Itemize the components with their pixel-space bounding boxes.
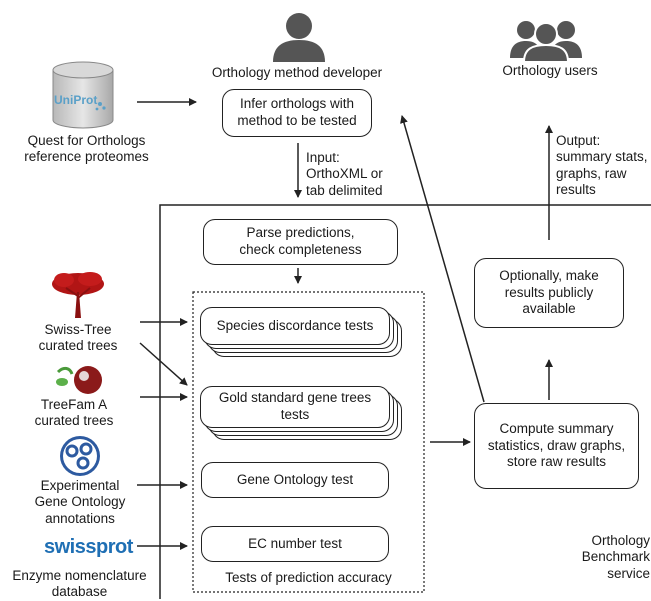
swisstree-tree-icon: [52, 272, 104, 318]
treefam-label: TreeFam A curated trees: [34, 397, 114, 429]
service-label: Orthology Benchmark service: [581, 533, 650, 581]
uniprot-database-icon: [52, 61, 114, 129]
gene-ontology-logo-icon: [60, 436, 100, 476]
compute-summary-box: Compute summary statistics, draw graphs,…: [474, 403, 639, 489]
uniprot-logo: UniProt: [54, 93, 98, 107]
swisstree-label: Swiss-Tree curated trees: [38, 322, 118, 354]
infer-orthologs-box: Infer orthologs with method to be tested: [222, 89, 372, 137]
arrow-summary-to-developer: [400, 115, 485, 403]
output-label: Output: summary stats, graphs, raw resul…: [556, 133, 648, 198]
users-group-icon: [510, 21, 582, 62]
treefam-logo-icon: [56, 366, 102, 394]
service-frame: [159, 204, 651, 599]
ec-number-test-box: EC number test: [201, 526, 389, 562]
gold-standard-box: Gold standard gene trees tests: [200, 386, 390, 428]
go-label: Experimental Gene Ontology annotations: [34, 478, 126, 526]
tests-dotted-frame: [192, 291, 425, 593]
users-label: Orthology users: [502, 63, 598, 78]
quest-label: Quest for Orthologs reference proteomes: [24, 133, 149, 165]
input-label: Input: OrthoXML or tab delimited: [306, 150, 383, 198]
gene-ontology-test-box: Gene Ontology test: [201, 462, 389, 498]
swissprot-logo: swissprot: [44, 536, 133, 558]
arrow-swisstree-to-gold: [139, 342, 188, 386]
parse-predictions-box: Parse predictions, check completeness: [203, 219, 398, 265]
publish-results-box: Optionally, make results publicly availa…: [474, 258, 624, 328]
tests-caption: Tests of prediction accuracy: [225, 570, 392, 585]
developer-label: Orthology method developer: [211, 65, 383, 80]
enzyme-label: Enzyme nomenclature database: [12, 568, 147, 600]
developer-person-icon: [273, 13, 325, 62]
species-discordance-box: Species discordance tests: [200, 307, 390, 345]
